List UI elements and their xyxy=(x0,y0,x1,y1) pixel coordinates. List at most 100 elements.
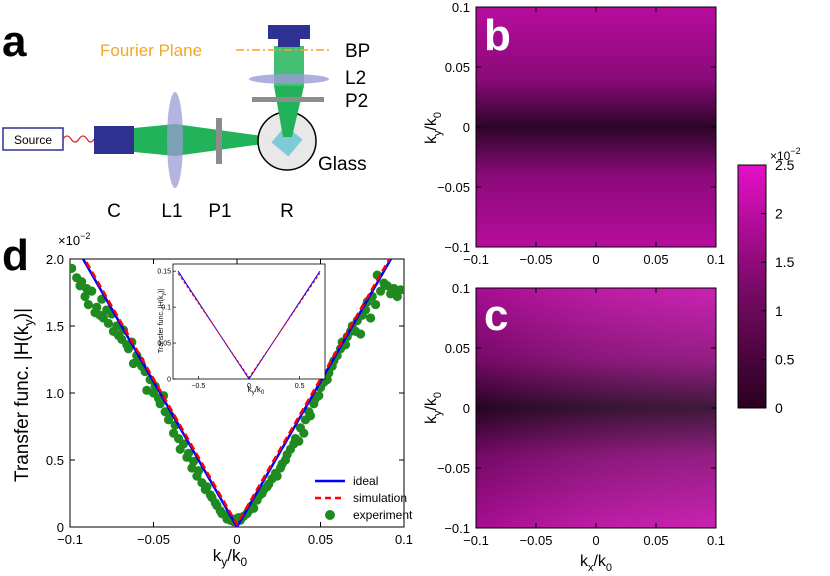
experiment-point xyxy=(366,313,376,323)
heatmap-y-tick-label: 0 xyxy=(463,120,470,135)
heatmap-b xyxy=(476,7,716,247)
panel-c-letter: c xyxy=(484,291,508,340)
ideal-line xyxy=(81,259,393,527)
l2-label: L2 xyxy=(345,68,366,89)
p1-label: P1 xyxy=(208,201,231,222)
heatmap-x-tick-label: 0.1 xyxy=(707,252,725,267)
c-label: C xyxy=(107,201,121,222)
d-x-tick-label: −0.05 xyxy=(137,532,170,547)
experiment-point xyxy=(396,285,404,295)
d-series-group xyxy=(70,259,404,527)
experiment-point xyxy=(272,471,282,481)
colorbar-tick-label: 2.5 xyxy=(775,157,795,173)
heatmap-x-tick-label: 0.1 xyxy=(707,533,725,548)
d-x-axis-label: ky/k0 xyxy=(213,546,248,569)
panel-d-letter: d xyxy=(2,231,29,280)
heatmap-y-tick-label: −0.05 xyxy=(437,180,470,195)
d-x-tick-label: −0.1 xyxy=(57,532,83,547)
heatmap-x-tick-label: 0.05 xyxy=(643,252,668,267)
beam-segment-2 xyxy=(175,124,270,156)
glass-prism xyxy=(271,125,303,157)
d-plot-area: −0.1 −0.05 0 0.05 0.1 0 0.5 1.0 1.5 2.0 xyxy=(46,252,413,547)
experiment-point xyxy=(183,448,194,458)
d-y-tick-label: 0 xyxy=(57,520,64,535)
heatmap-x-tick-label: −0.1 xyxy=(463,533,489,548)
heatmap-x-tick-label: −0.05 xyxy=(520,252,553,267)
colorbar-tick-label: 0 xyxy=(775,400,783,416)
c-x-axis-label: kx/k0 xyxy=(580,553,612,574)
glass-label: Glass xyxy=(318,154,367,175)
inset-y-tick-label: 0.05 xyxy=(157,341,171,348)
legend-experiment-label: experiment xyxy=(353,508,413,522)
experiment-point xyxy=(314,391,324,401)
experiment-point xyxy=(294,436,304,446)
c-y-axis-label: ky/k0 xyxy=(423,392,444,424)
experiment-point xyxy=(80,291,90,302)
colorbar-ticks: 2.521.510.50 xyxy=(761,157,795,416)
heatmap-x-tick-label: −0.1 xyxy=(463,252,489,267)
heatmap-y-tick-label: −0.1 xyxy=(444,240,470,255)
experiment-point xyxy=(371,299,381,310)
panel-a-letter: a xyxy=(2,17,27,66)
experiment-point xyxy=(376,286,386,296)
d-x-tick-label: 0.1 xyxy=(395,532,413,547)
heatmap-x-tick-label: −0.05 xyxy=(520,533,553,548)
d-y-tick-label: 2.0 xyxy=(46,252,64,267)
heatmap-y-tick-label: 0.05 xyxy=(445,341,470,356)
d-x-tick-label: 0.05 xyxy=(308,532,333,547)
experiment-point xyxy=(178,439,189,449)
heatmap-y-tick-label: 0.05 xyxy=(445,60,470,75)
experiment-point xyxy=(355,329,366,339)
heatmap-y-tick-label: 0.1 xyxy=(452,281,470,296)
experiment-point xyxy=(92,302,102,312)
heatmap-y-tick-label: 0 xyxy=(463,401,470,416)
l1-label: L1 xyxy=(161,201,182,222)
heatmap-c-shade xyxy=(476,288,716,528)
b-y-axis-label: ky/k0 xyxy=(423,112,444,144)
panel-a: a Source Fourier Plane BP L xyxy=(2,17,370,222)
experiment-point xyxy=(83,299,93,310)
experiment-point xyxy=(249,503,259,513)
heatmap-y-tick-label: 0.1 xyxy=(452,0,470,15)
beam-segment-1 xyxy=(134,124,175,156)
heatmap-x-tick-label: 0 xyxy=(592,252,599,267)
colorbar-multiplier: ×10−2 xyxy=(770,146,801,163)
d-y-tick-label: 1.5 xyxy=(46,319,64,334)
inset-x-tick-label: 0.5 xyxy=(295,383,305,390)
simulation-line xyxy=(83,259,391,527)
d-x-tick-label: 0 xyxy=(233,532,240,547)
inset-ideal-line xyxy=(177,270,321,380)
collimator-block xyxy=(94,126,134,154)
inset-x-axis-label: ky/k0 xyxy=(248,385,265,396)
heatmap-x-tick-label: 0 xyxy=(592,533,599,548)
colorbar-tick-label: 2 xyxy=(775,206,783,222)
colorbar-tick-label: 0.5 xyxy=(775,351,795,367)
inset-simulation-line xyxy=(177,273,321,379)
source-label: Source xyxy=(14,133,52,147)
inset-y-axis-label: Transfer func. |H(ky)| xyxy=(158,289,167,353)
legend-simulation-label: simulation xyxy=(353,491,407,505)
d-y-tick-label: 1.0 xyxy=(46,386,64,401)
experiment-point xyxy=(155,399,165,409)
d-y-tick-label: 0.5 xyxy=(46,453,64,468)
bp-label: BP xyxy=(345,41,370,62)
experiment-point xyxy=(70,263,77,273)
legend-experiment-swatch xyxy=(325,510,335,520)
polarizer-p2 xyxy=(252,97,324,102)
r-label: R xyxy=(280,201,294,222)
d-y-axis-label: Transfer func. |H(ky)| xyxy=(12,308,36,482)
d-multiplier: ×10−2 xyxy=(58,231,90,248)
inset-x-tick-label: −0.5 xyxy=(191,383,205,390)
experiment-point xyxy=(202,482,212,492)
panel-b-letter: b xyxy=(484,11,511,60)
experiment-point xyxy=(193,466,204,476)
p2-label: P2 xyxy=(345,91,368,112)
legend-ideal-label: ideal xyxy=(353,474,378,488)
experiment-point xyxy=(188,456,199,466)
camera-lens xyxy=(278,39,300,47)
b-axes: −0.1 −0.05 0 0.05 0.1 0.1 0.05 0 −0.05 −0.1 xyxy=(437,0,725,267)
